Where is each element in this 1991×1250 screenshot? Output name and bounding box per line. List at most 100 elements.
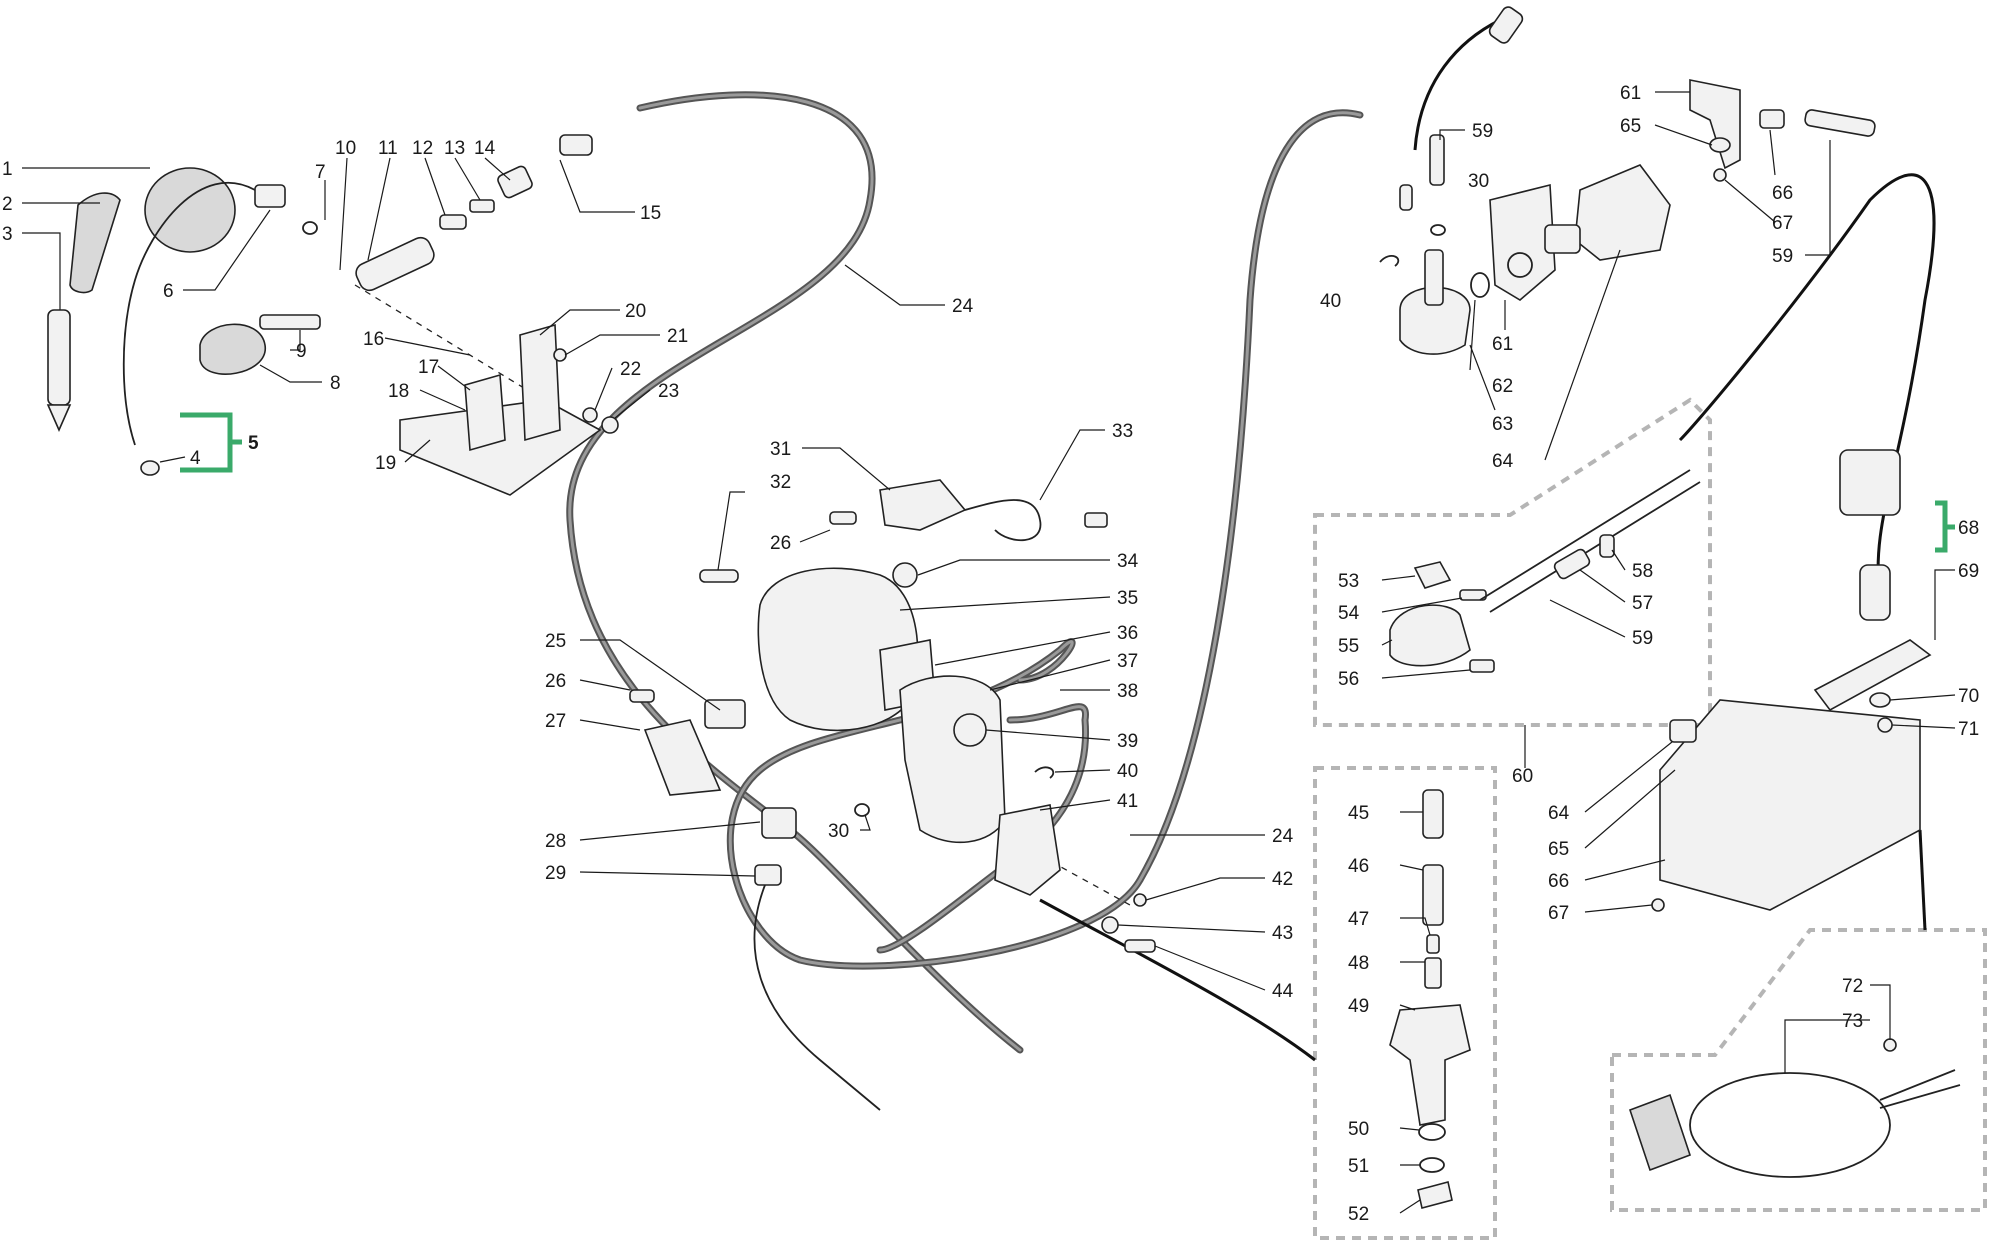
washer-22 <box>582 407 598 423</box>
leader-22 <box>594 367 613 411</box>
leader-46 <box>1399 864 1424 871</box>
callout-38: 38 <box>1117 681 1138 702</box>
callout-54: 54 <box>1338 603 1360 624</box>
leader-59a <box>1549 599 1626 638</box>
leader-64a <box>1544 249 1621 461</box>
leader-72 <box>1870 984 1891 1040</box>
callout-1: 1 <box>2 159 13 180</box>
clip-53 <box>1413 561 1452 589</box>
connector-28 <box>761 807 797 839</box>
callout-labels: 1 2 3 4 5 6 7 8 9 10 11 12 13 14 15 16 1… <box>2 83 1979 1225</box>
callout-33: 33 <box>1112 421 1133 442</box>
callout-52: 52 <box>1348 1204 1369 1225</box>
leader-54 <box>1381 597 1463 613</box>
brush-tip-3 <box>46 404 72 432</box>
callout-23: 23 <box>658 381 679 402</box>
callout-41: 41 <box>1117 791 1138 812</box>
callout-27: 27 <box>545 711 566 732</box>
callout-59b: 59 <box>1472 121 1493 142</box>
callout-62: 62 <box>1492 376 1513 397</box>
screw-67b <box>1651 898 1665 912</box>
leader-49 <box>1399 1004 1416 1011</box>
callout-40a: 40 <box>1117 761 1138 782</box>
leader-14 <box>484 157 511 181</box>
grommet-34 <box>892 562 918 588</box>
leader-50 <box>1399 1127 1420 1131</box>
callout-73: 73 <box>1842 1011 1863 1032</box>
callout-26a: 26 <box>770 533 791 554</box>
callout-31: 31 <box>770 439 791 460</box>
callout-70: 70 <box>1958 686 1979 707</box>
leader-41 <box>1039 799 1111 811</box>
leader-42 <box>1145 877 1265 901</box>
knob-8 <box>199 323 266 375</box>
screw-44 <box>1124 939 1156 953</box>
leader-28 <box>579 821 761 841</box>
bracket-61-hole <box>1507 252 1533 278</box>
tube-59c <box>1804 109 1876 137</box>
cap-2 <box>69 192 121 294</box>
fitting-59 <box>1429 134 1445 186</box>
screw-26b <box>629 689 655 703</box>
leader-71 <box>1891 724 1956 729</box>
leader-11 <box>367 157 391 261</box>
washer-70 <box>1869 692 1891 708</box>
callout-65b: 65 <box>1548 839 1569 860</box>
callout-67b: 67 <box>1548 903 1569 924</box>
callout-29: 29 <box>545 863 566 884</box>
callout-14: 14 <box>474 138 496 159</box>
wire-lower-diag <box>1039 898 1316 1062</box>
tube-pump-59 <box>1479 469 1701 613</box>
leader-64b <box>1584 741 1673 813</box>
cap-71 <box>1877 717 1893 733</box>
callout-66b: 66 <box>1548 871 1569 892</box>
leader-53 <box>1381 575 1416 581</box>
leader-10 <box>339 157 348 271</box>
callout-35: 35 <box>1117 588 1138 609</box>
sleeve-12 <box>439 214 467 230</box>
tube-58 <box>1599 534 1615 558</box>
callout-51: 51 <box>1348 1156 1369 1177</box>
fitting-29 <box>754 864 782 886</box>
callout-72: 72 <box>1842 976 1863 997</box>
callout-36: 36 <box>1117 623 1138 644</box>
tube-38-loop-inner <box>878 705 1088 952</box>
callout-64b: 64 <box>1548 803 1570 824</box>
callout-39: 39 <box>1117 731 1138 752</box>
leader-33 <box>1039 429 1105 501</box>
callout-69: 69 <box>1958 561 1979 582</box>
valve-block-41 <box>994 804 1061 896</box>
callout-57: 57 <box>1632 593 1653 614</box>
screw-72 <box>1883 1038 1897 1052</box>
callout-64a: 64 <box>1492 451 1514 472</box>
fitting-pump-63 <box>1424 249 1444 306</box>
callout-25: 25 <box>545 631 566 652</box>
oring-30b <box>1430 224 1446 236</box>
pin-48 <box>1424 957 1442 989</box>
leader-65b <box>1584 769 1676 849</box>
gear-39 <box>953 713 987 747</box>
pump-base-63 <box>1399 286 1471 355</box>
callout-16: 16 <box>363 329 384 350</box>
leader-19 <box>404 439 431 463</box>
leader-23 <box>614 389 651 419</box>
callout-55: 55 <box>1338 636 1359 657</box>
oring-51 <box>1419 1157 1445 1173</box>
wire-right-down <box>1918 829 1927 931</box>
callout-50: 50 <box>1348 1119 1369 1140</box>
group-bracket-5 <box>180 412 242 473</box>
callout-15: 15 <box>640 203 661 224</box>
leader-40a <box>1054 769 1111 773</box>
water-tube-24-inner <box>568 93 1022 1052</box>
callout-65a: 65 <box>1620 116 1641 137</box>
callout-58: 58 <box>1632 561 1653 582</box>
plug-73 <box>1628 1093 1692 1172</box>
leader-57 <box>1579 569 1626 603</box>
relay-coil-68 <box>1859 564 1891 621</box>
callout-46: 46 <box>1348 856 1369 877</box>
leader-56 <box>1381 669 1471 679</box>
leader-39 <box>985 729 1111 741</box>
callout-40b: 40 <box>1320 291 1341 312</box>
callout-61a: 61 <box>1620 83 1641 104</box>
